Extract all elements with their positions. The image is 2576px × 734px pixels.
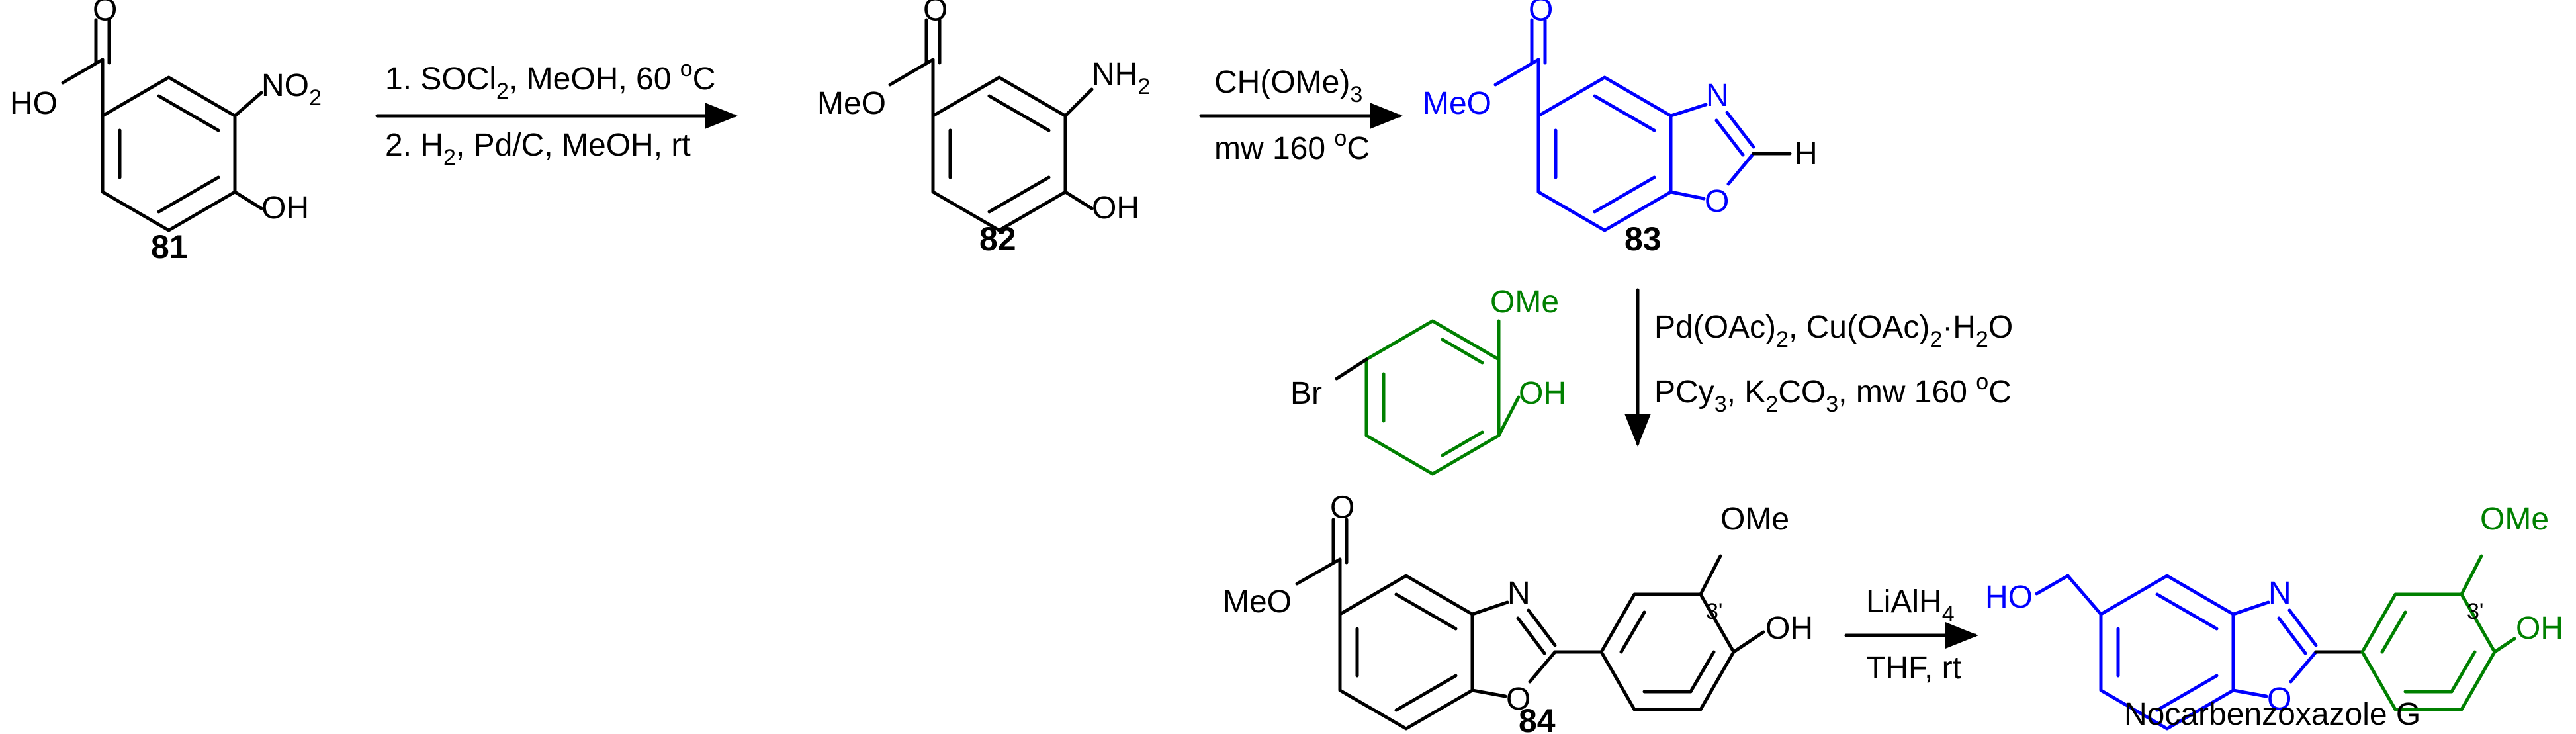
aryl-bromide-oh-label: OH <box>1519 376 1566 411</box>
aryl-bromide-oh-bond <box>1497 395 1521 437</box>
compound-81-ho-bond <box>61 58 105 85</box>
product-nocarbenzoxazole-g: N O HO OMe 3' OH Nocarbenzoxazole G <box>1985 502 2563 732</box>
compound-83-c-o-bond <box>1726 152 1755 186</box>
compound-84-ome-bond <box>1699 554 1722 596</box>
compound-84-carbonyl-o: O <box>1330 490 1355 526</box>
compound-84-oh-label: OH <box>1765 611 1813 646</box>
product-o-c-bond <box>2231 688 2268 698</box>
compound-82-oh-label: OH <box>1092 191 1139 226</box>
compound-83-c-n-bond <box>1669 103 1708 118</box>
product-position-label: 3' <box>2467 599 2483 624</box>
compound-82-inner-bond-2 <box>987 175 1051 214</box>
compound-82-meo-bond <box>888 58 935 87</box>
compound-83-inner-bond-2 <box>1593 175 1656 214</box>
product-inner-bond-2 <box>2155 674 2219 712</box>
compound-84-ome-label: OMe <box>1720 502 1789 537</box>
compound-83-cn-double-a <box>1725 111 1755 149</box>
compound-82-carbonyl-o: O <box>923 0 948 28</box>
compound-84-phenol-inner-1 <box>1619 610 1646 654</box>
step2-conditions-line1: CH(OMe)3 <box>1214 65 1362 107</box>
step3-conditions-line1: Pd(OAc)2, Cu(OAc)2·H2O <box>1654 310 2013 352</box>
compound-81: O HO NO2 OH 81 <box>10 0 322 265</box>
compound-84-cn-double-a <box>1527 608 1557 647</box>
compound-84-o-c-bond <box>1470 688 1507 698</box>
aryl-bromide-ome-label: OMe <box>1490 285 1559 320</box>
compound-84-c-o-bond <box>1528 650 1557 684</box>
compound-84-c-n-bond <box>1470 600 1509 616</box>
compound-81-no2-bond <box>233 91 263 118</box>
product-ho-label: HO <box>1985 580 2033 615</box>
compound-84: N O O MeO OMe 3' OH 84 <box>1223 490 1813 734</box>
product-ch2-bond <box>2066 574 2103 616</box>
compound-83-number: 83 <box>1624 220 1662 257</box>
compound-84-cn-double-b <box>1516 616 1546 655</box>
compound-81-oh-bond <box>233 190 263 210</box>
step1-conditions-line2: 2. H2, Pd/C, MeOH, rt <box>385 128 691 170</box>
compound-83-carbonyl-o: O <box>1529 0 1553 28</box>
compound-83-ring-o-label: O <box>1705 184 1729 219</box>
compound-82-meo-label: MeO <box>817 86 886 121</box>
product-oh-bond <box>2493 637 2516 654</box>
compound-84-meo-label: MeO <box>1223 584 1292 619</box>
compound-81-no2-label: NO2 <box>261 68 322 111</box>
product-c-n-bond <box>2231 600 2270 616</box>
step4-conditions-line2: THF, rt <box>1866 651 1961 686</box>
compound-84-oh-bond <box>1732 630 1765 654</box>
step1-conditions-line1: 1. SOCl2, MeOH, 60 oC <box>385 56 715 104</box>
compound-81-inner-bond-1 <box>157 94 220 132</box>
product-name: Nocarbenzoxazole G <box>2124 697 2421 732</box>
compound-83-o-c-bond <box>1669 190 1706 201</box>
product-ome-label: OMe <box>2480 502 2549 537</box>
product-cn-double-a <box>2287 608 2318 647</box>
compound-81-ho-label: HO <box>10 86 58 121</box>
product-cn-double-b <box>2277 616 2307 655</box>
compound-83-cn-double-b <box>1714 118 1745 157</box>
compound-83-meo-bond <box>1493 58 1540 87</box>
compound-84-phenol-inner-2 <box>1689 650 1716 694</box>
aryl-bromide-inner-bond-2 <box>1441 338 1484 365</box>
compound-84-meo-bond <box>1295 557 1342 586</box>
aryl-bromide-br-label: Br <box>1290 376 1322 411</box>
compound-82-nh2-bond <box>1063 87 1094 118</box>
aryl-bromide-inner-bond-3 <box>1441 430 1484 457</box>
compound-81-carbonyl-o: O <box>93 0 117 28</box>
aryl-bromide-ring <box>1364 319 1501 476</box>
step2-conditions-line2: mw 160 oC <box>1214 126 1370 166</box>
compound-83-meo-label: MeO <box>1423 86 1491 121</box>
compound-81-inner-bond-2 <box>157 175 220 214</box>
aryl-bromide-br-bond <box>1335 357 1368 381</box>
compound-84-position-label: 3' <box>1706 599 1722 624</box>
compound-84-inner-bond-2 <box>1394 674 1458 712</box>
product-phenol-inner-2 <box>2450 650 2477 694</box>
compound-84-n-label: N <box>1507 576 1531 611</box>
compound-83-h-label: H <box>1795 136 1818 171</box>
compound-82-number: 82 <box>979 220 1016 257</box>
product-inner-bond-1 <box>2155 592 2219 631</box>
step3-conditions-line2: PCy3, K2CO3, mw 160 oC <box>1654 369 2012 417</box>
product-ho-bond <box>2035 574 2070 596</box>
product-n-label: N <box>2268 576 2291 611</box>
product-oh-label: OH <box>2516 611 2563 646</box>
compound-82: O MeO NH2 OH 82 <box>817 0 1150 257</box>
compound-84-number: 84 <box>1519 702 1556 734</box>
compound-84-ring-o-label: O <box>1506 682 1531 717</box>
compound-81-oh-label: OH <box>261 191 309 226</box>
step4-conditions-line1: LiAlH4 <box>1866 584 1955 627</box>
compound-84-inner-bond-1 <box>1394 592 1458 631</box>
compound-82-oh-bond <box>1063 190 1094 210</box>
compound-82-inner-bond-1 <box>987 94 1051 132</box>
product-ome-bond <box>2460 554 2483 596</box>
compound-82-nh2-label: NH2 <box>1092 57 1150 99</box>
compound-83-inner-bond-1 <box>1593 94 1656 132</box>
compound-83: N O H O MeO 83 <box>1423 0 1818 257</box>
aryl-bromide: Br OMe OH <box>1290 285 1566 476</box>
product-c-o-bond <box>2289 650 2318 684</box>
product-ring-o-label: O <box>2267 682 2291 717</box>
product-phenol-inner-1 <box>2380 610 2407 654</box>
compound-81-number: 81 <box>151 228 188 265</box>
compound-83-n-label: N <box>1706 78 1729 113</box>
